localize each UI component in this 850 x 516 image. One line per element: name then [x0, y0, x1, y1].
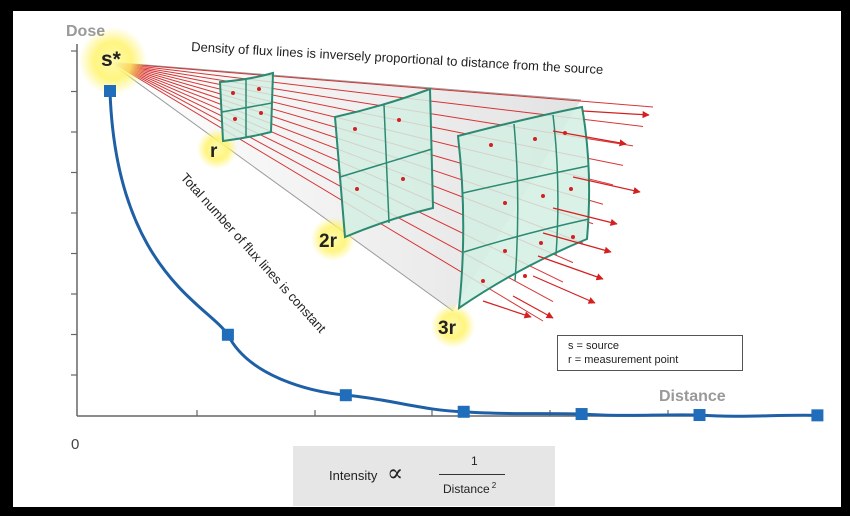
panel-2r: [333, 87, 435, 239]
source-glow: [79, 27, 147, 95]
density-caption: Density of flux lines is inversely propo…: [191, 39, 604, 77]
legend-measurement: r = measurement point: [568, 354, 679, 366]
flux-line: [112, 62, 654, 108]
flux-dot: [233, 117, 237, 121]
figure-panel: Dose Distance 0 s* Density of flux lines…: [13, 11, 841, 507]
flux-dot: [355, 187, 359, 191]
flux-dot: [541, 194, 545, 198]
data-point: [221, 328, 234, 341]
y-axis-label: Dose: [66, 23, 105, 40]
cone-top-edge: [108, 61, 582, 101]
panel-3r: [456, 105, 591, 311]
flux-dot: [523, 274, 527, 278]
legend-box: s = source r = measurement point: [557, 335, 743, 371]
3r-label: 3r: [438, 318, 457, 339]
flux-dot: [569, 187, 573, 191]
y-ticks: [71, 50, 77, 376]
data-point: [457, 405, 470, 418]
data-point: [575, 408, 588, 421]
flux-dot: [571, 235, 575, 239]
exit-arrow: [482, 300, 532, 319]
3r-glow: [431, 304, 475, 348]
formula-label: Intensity: [329, 468, 378, 483]
flux-dot: [489, 143, 493, 147]
exit-arrow: [537, 255, 604, 281]
origin-label: 0: [71, 436, 79, 453]
exit-arrow: [552, 207, 618, 226]
flux-dot: [353, 127, 357, 131]
flux-dot: [231, 91, 235, 95]
exit-arrow: [572, 176, 641, 195]
data-point: [104, 85, 116, 97]
x-axis-label: Distance: [659, 388, 726, 405]
flux-dot: [259, 111, 263, 115]
data-point: [339, 389, 352, 402]
exit-arrows: [482, 110, 650, 319]
exit-arrow: [582, 110, 650, 119]
panel-r: [218, 71, 275, 143]
fraction-bar: [439, 474, 505, 475]
measurement-dots: [231, 87, 575, 283]
flux-dot: [401, 177, 405, 181]
2r-label: 2r: [319, 231, 338, 252]
exit-arrow: [552, 130, 627, 147]
flux-dot: [257, 87, 261, 91]
data-point: [693, 409, 706, 422]
diagram-canvas: Dose Distance 0 s* Density of flux lines…: [66, 23, 824, 453]
data-point: [811, 409, 824, 422]
exit-arrow: [542, 232, 612, 254]
r-label: r: [210, 141, 218, 162]
proportional-symbol: ∝: [387, 459, 404, 487]
cone-bottom-edge: [108, 61, 454, 312]
formula-numerator: 1: [471, 454, 478, 468]
formula-exponent: 2: [491, 481, 497, 490]
flux-dot: [539, 241, 543, 245]
formula-denominator: Distance: [443, 482, 490, 496]
flux-dot: [533, 137, 537, 141]
data-markers: [104, 85, 824, 422]
flux-dot: [503, 201, 507, 205]
source-label: s*: [101, 48, 122, 71]
flux-dot: [481, 279, 485, 283]
legend-source: s = source: [568, 340, 620, 352]
exit-arrow: [532, 275, 596, 304]
exit-arrow: [512, 295, 554, 319]
flux-dot: [397, 118, 401, 122]
flux-dot: [503, 249, 507, 253]
